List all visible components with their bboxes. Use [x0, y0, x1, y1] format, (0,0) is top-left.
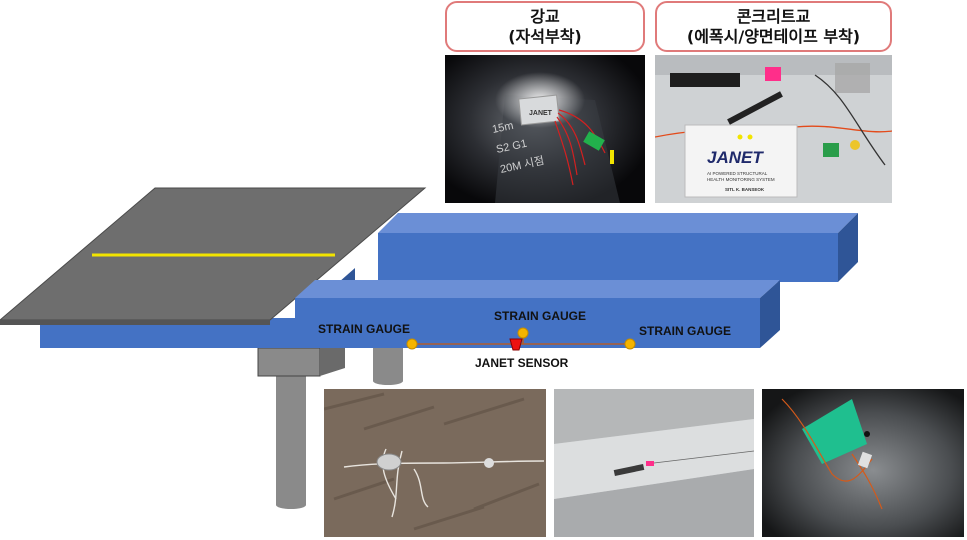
steel-bridge-caption: 강교 (자석부착)	[445, 1, 645, 52]
installation-photo-2	[554, 389, 754, 537]
concrete-device-sub-3: SITL K. BANSEOK	[725, 187, 765, 192]
steel-bridge-caption-title: 강교	[530, 6, 560, 26]
concrete-device-brand: JANET	[707, 148, 764, 167]
pier-cap	[257, 347, 321, 377]
left-pier-base	[276, 501, 306, 509]
left-pier-column	[276, 368, 306, 505]
steel-device-brand: JANET	[529, 110, 553, 117]
right-pier-column	[373, 343, 403, 381]
strain-gauge-center-label: STRAIN GAUGE	[494, 309, 587, 323]
concrete-bridge-caption: 콘크리트교 (에폭시/양면테이프 부착)	[655, 1, 892, 52]
back-girder-top	[378, 213, 858, 233]
back-girder-front	[378, 233, 838, 282]
installation-photo-1	[324, 389, 546, 537]
strain-gauge-left-marker	[406, 338, 418, 350]
strain-gauge-right-marker	[624, 338, 636, 350]
front-girder-front	[295, 298, 760, 348]
handwriting-line-1: 15m	[491, 120, 514, 136]
concrete-bridge-caption-title: 콘크리트교	[736, 6, 811, 26]
front-girder-side	[760, 280, 780, 348]
concrete-bridge-caption-method: (에폭시/양면테이프 부착)	[686, 26, 861, 46]
steel-bridge-photo: JANET 15m S2 G1 20M 시점	[445, 55, 645, 203]
steel-bridge-caption-method: (자석부착)	[508, 26, 582, 46]
back-girder-side	[838, 213, 858, 282]
janet-sensor-label: JANET SENSOR	[475, 356, 569, 370]
installation-photo-3	[762, 389, 964, 537]
concrete-device-sub-2: HEALTH MONITORING SYSTEM	[707, 177, 775, 182]
strain-gauge-right-label: STRAIN GAUGE	[639, 324, 732, 338]
strain-gauge-center-marker	[517, 327, 529, 339]
strain-gauge-left-label: STRAIN GAUGE	[318, 322, 411, 336]
concrete-device-sub-1: AI POWERED STRUCTURAL	[707, 171, 768, 176]
front-girder-top	[295, 280, 780, 298]
left-girder-front	[40, 318, 298, 348]
concrete-bridge-photo: JANET AI POWERED STRUCTURAL HEALTH MONIT…	[655, 55, 892, 203]
janet-sensor-marker	[509, 338, 523, 351]
